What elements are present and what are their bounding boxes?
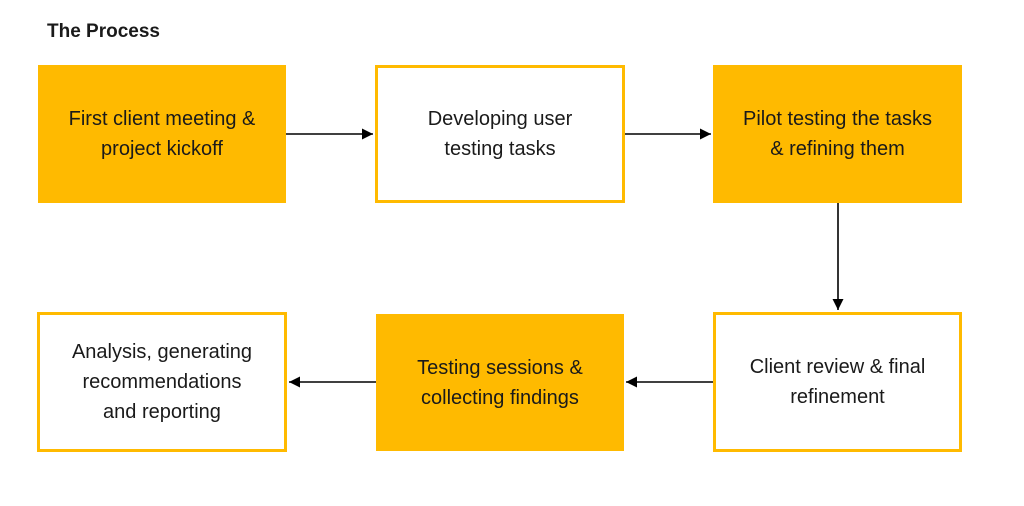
diagram-title: The Process — [47, 21, 160, 42]
step-label: Analysis, generating recommendations and… — [71, 341, 253, 423]
step-client-review: Client review & final refinement — [713, 312, 962, 452]
step-developing-tasks: Developing user testing tasks — [375, 65, 625, 203]
step-label: Developing user testing tasks — [427, 108, 573, 160]
step-testing-sessions: Testing sessions & collecting findings — [376, 314, 624, 451]
step-label: First client meeting & project kickoff — [68, 108, 256, 160]
step-pilot-testing: Pilot testing the tasks & refining them — [713, 65, 962, 203]
step-first-client-meeting: First client meeting & project kickoff — [38, 65, 286, 203]
step-label: Testing sessions & collecting findings — [417, 356, 583, 409]
step-label: Client review & final refinement — [749, 356, 926, 408]
step-analysis-reporting: Analysis, generating recommendations and… — [37, 312, 287, 452]
step-label: Pilot testing the tasks & refining them — [743, 108, 932, 160]
